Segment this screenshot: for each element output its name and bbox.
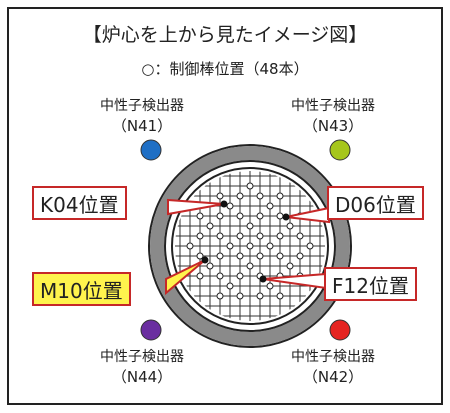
vessel-wall-ring xyxy=(150,146,350,346)
control-rod-marker xyxy=(256,232,264,240)
detector-code: （N43） xyxy=(302,117,364,135)
control-rod-marker xyxy=(196,212,204,220)
control-rod-positions xyxy=(186,182,314,300)
control-rod-marker xyxy=(256,192,264,200)
f12-position-dot xyxy=(259,275,267,283)
f12-position-callout: F12位置 xyxy=(324,267,417,301)
control-rod-marker xyxy=(236,252,244,260)
control-rod-marker xyxy=(216,252,224,260)
control-rod-marker xyxy=(226,202,234,210)
d06-position-dot xyxy=(282,213,290,221)
control-rod-marker xyxy=(276,292,284,300)
neutron-detector-n42-dot xyxy=(329,319,351,341)
control-rod-marker xyxy=(216,292,224,300)
control-rod-marker xyxy=(286,262,294,270)
control-rod-marker xyxy=(206,262,214,270)
outer-vessel-ring xyxy=(148,144,352,348)
control-rod-marker xyxy=(236,272,244,280)
control-rod-marker xyxy=(216,192,224,200)
neutron-detector-n43-dot xyxy=(329,139,351,161)
neutron-detector-n44-dot xyxy=(140,319,162,341)
d06-position-callout: D06位置 xyxy=(327,186,424,220)
control-rod-marker xyxy=(266,202,274,210)
m10-position-callout: M10位置 xyxy=(32,272,131,306)
control-rod-marker xyxy=(196,232,204,240)
control-rod-marker xyxy=(196,272,204,280)
control-rod-marker xyxy=(256,212,264,220)
control-rod-marker xyxy=(196,252,204,260)
control-rod-marker xyxy=(236,192,244,200)
control-rod-marker xyxy=(246,222,254,230)
control-rod-marker xyxy=(216,232,224,240)
control-rod-marker xyxy=(266,282,274,290)
control-rod-marker xyxy=(226,282,234,290)
control-rod-marker xyxy=(256,252,264,260)
control-rod-marker xyxy=(236,212,244,220)
control-rod-marker xyxy=(286,222,294,230)
detector-name: 中性子検出器 xyxy=(291,349,375,365)
detector-code: （N41） xyxy=(111,117,173,135)
detector-label-n44: 中性子検出器 （N44） xyxy=(72,347,212,387)
detector-code: （N44） xyxy=(111,368,173,386)
control-rod-marker xyxy=(266,242,274,250)
control-rod-marker xyxy=(226,242,234,250)
control-rod-marker xyxy=(246,182,254,190)
control-rod-marker xyxy=(256,292,264,300)
control-rod-marker xyxy=(216,272,224,280)
control-rod-marker xyxy=(216,212,224,220)
control-rod-marker xyxy=(306,242,314,250)
k04-position-callout: K04位置 xyxy=(32,186,127,220)
m10-callout-pointer xyxy=(165,259,206,296)
detector-name: 中性子検出器 xyxy=(291,98,375,114)
detector-label-n42: 中性子検出器 （N42） xyxy=(263,347,403,387)
k04-position-dot xyxy=(220,200,228,208)
k04-callout-pointer xyxy=(167,198,225,216)
control-rod-marker xyxy=(276,212,284,220)
detector-name: 中性子検出器 xyxy=(100,349,184,365)
detector-label-n43: 中性子検出器 （N43） xyxy=(263,96,403,136)
control-rod-marker xyxy=(246,262,254,270)
control-rod-marker xyxy=(186,242,194,250)
control-rod-marker xyxy=(276,252,284,260)
control-rod-marker xyxy=(236,292,244,300)
control-rod-legend: ○：制御棒位置（48本） xyxy=(141,60,309,78)
control-rod-marker xyxy=(236,232,244,240)
m10-position-dot xyxy=(201,256,209,264)
neutron-detector-n41-dot xyxy=(140,139,162,161)
detector-name: 中性子検出器 xyxy=(100,98,184,114)
control-rod-marker xyxy=(296,232,304,240)
control-rod-marker xyxy=(246,242,254,250)
control-rod-marker xyxy=(276,192,284,200)
control-rod-marker xyxy=(276,232,284,240)
control-rod-marker xyxy=(206,222,214,230)
figure-title: 【炉心を上から見たイメージ図】 xyxy=(82,24,368,46)
control-rod-marker xyxy=(296,252,304,260)
detector-code: （N42） xyxy=(302,368,364,386)
detector-label-n41: 中性子検出器 （N41） xyxy=(72,96,212,136)
